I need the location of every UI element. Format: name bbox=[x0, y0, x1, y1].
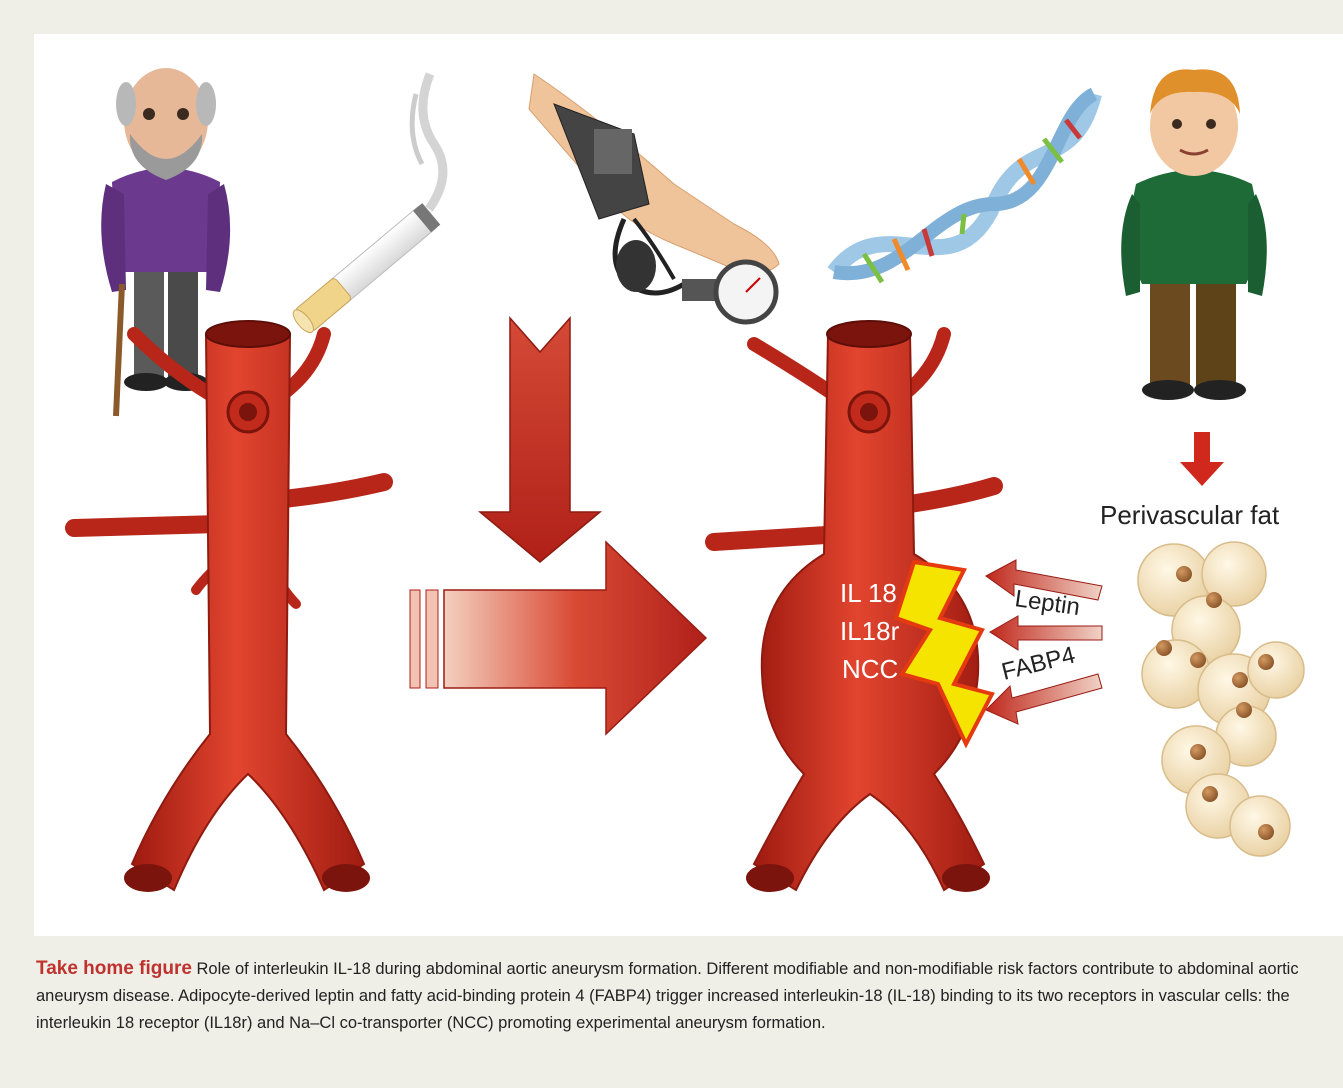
cigarette-icon bbox=[290, 74, 443, 336]
caption-lead: Take home figure bbox=[36, 958, 192, 979]
fat-cells-icon bbox=[1138, 542, 1304, 856]
label-perivascular-fat: Perivascular fat bbox=[1100, 500, 1280, 530]
label-fabp4: FABP4 bbox=[999, 642, 1078, 686]
figure-panel: IL 18 IL18r NCC Leptin FABP4 Perivascula… bbox=[34, 34, 1343, 936]
caption-text: Role of interleukin IL-18 during abdomin… bbox=[36, 960, 1299, 1032]
label-ncc: NCC bbox=[842, 654, 898, 684]
fat-down-arrow bbox=[1180, 432, 1224, 486]
aneurysm-aorta: IL 18 IL18r NCC bbox=[714, 321, 994, 892]
normal-aorta bbox=[74, 321, 384, 892]
dna-helix-icon bbox=[834, 94, 1094, 282]
label-il18r: IL18r bbox=[840, 616, 900, 646]
figure-caption: Take home figure Role of interleukin IL-… bbox=[36, 955, 1326, 1037]
blood-pressure-cuff-icon bbox=[529, 74, 779, 322]
obese-man-icon bbox=[1121, 69, 1267, 400]
cytokine-arrows: Leptin FABP4 bbox=[986, 560, 1102, 724]
progression-arrow bbox=[410, 542, 706, 734]
down-arrow bbox=[480, 318, 600, 562]
label-il18: IL 18 bbox=[840, 578, 897, 608]
